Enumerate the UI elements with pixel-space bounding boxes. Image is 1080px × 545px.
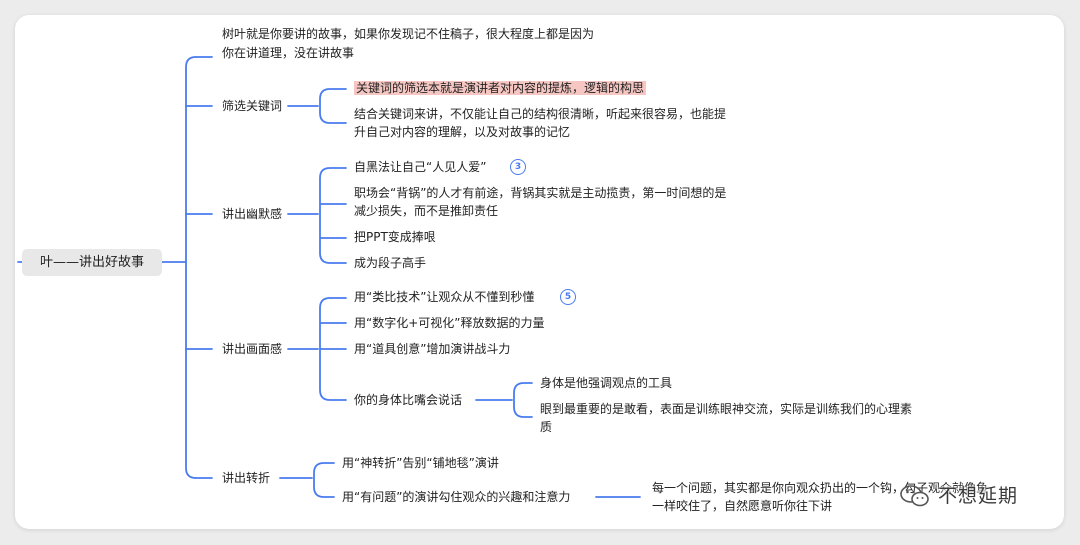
watermark-text: 不想延期 [938, 485, 1019, 507]
keywords-item-highlighted[interactable]: 关键词的筛选本就是演讲者对内容的提炼，逻辑的构思 [354, 78, 647, 98]
imagery-item-data[interactable]: 用“数字化+可视化”释放数据的力量 [354, 316, 545, 330]
humor-item-ppt[interactable]: 把PPT变成捧哏 [354, 230, 436, 244]
node-humor[interactable]: 讲出幽默感 [222, 207, 283, 221]
body-sub2-line2: 质 [540, 420, 553, 434]
humor-count-badge[interactable]: 3 [510, 159, 526, 175]
twist-item-shen-zhuanzhe[interactable]: 用“神转折”告别“铺地毯”演讲 [342, 456, 499, 470]
mindmap-canvas [15, 15, 1064, 529]
keywords-item2-line2: 升自己对内容的理解，以及对故事的记忆 [354, 125, 571, 139]
imagery-item-props[interactable]: 用“道具创意”增加演讲战斗力 [354, 342, 511, 356]
intro-text-line2: 你在讲道理，没在讲故事 [222, 46, 355, 60]
connector-keywords-items [319, 88, 347, 124]
wechat-watermark: 不想延期 [898, 482, 1048, 510]
humor-item2-line2: 减少损失，而不是推卸责任 [354, 204, 499, 218]
humor-item2-line1: 职场会“背锅”的人才有前途，背锅其实就是主动揽责，第一时间想的是 [354, 186, 727, 200]
node-keywords[interactable]: 筛选关键词 [222, 99, 283, 113]
highlight-text: 关键词的筛选本就是演讲者对内容的提炼，逻辑的构思 [354, 81, 647, 95]
twist-item-question[interactable]: 用“有问题”的演讲勾住观众的兴趣和注意力 [342, 490, 571, 504]
question-sub-line1: 每一个问题，其实都是你向观众扔出的一个钩，勾子观众就像鱼 [652, 481, 989, 495]
node-twist[interactable]: 讲出转折 [222, 471, 271, 485]
connector-body-items [513, 382, 533, 418]
connector-twist-items [313, 462, 335, 498]
intro-text-line1: 树叶就是你要讲的故事，如果你发现记不住稿子，很大程度上都是因为 [222, 27, 595, 41]
keywords-item2-line1: 结合关键词来讲，不仅能让自己的结构很清晰，听起来很容易，也能提 [354, 107, 727, 121]
imagery-item-analogy[interactable]: 用“类比技术”让观众从不懂到秒懂 [354, 290, 535, 304]
node-imagery[interactable]: 讲出画面感 [222, 342, 283, 356]
connector-imagery-items [319, 297, 347, 401]
connector-humor-items [319, 167, 347, 264]
imagery-item-body[interactable]: 你的身体比嘴会说话 [354, 393, 463, 407]
question-sub-line2: 一样咬住了，自然愿意听你往下讲 [652, 499, 833, 513]
imagery-count-badge[interactable]: 5 [560, 289, 576, 305]
connector-l1-spine [185, 56, 197, 479]
body-sub1: 身体是他强调观点的工具 [540, 376, 673, 390]
wechat-icon [900, 485, 929, 507]
root-label: 叶——讲出好故事 [39, 255, 144, 270]
humor-item-jokes[interactable]: 成为段子高手 [354, 256, 427, 270]
humor-item-self-deprecation[interactable]: 自黑法让自己“人见人爱” [354, 160, 487, 174]
root-node[interactable]: 叶——讲出好故事 [22, 249, 162, 276]
body-sub2-line1: 眼到最重要的是敢看，表面是训练眼神交流，实际是训练我们的心理素 [540, 402, 913, 416]
